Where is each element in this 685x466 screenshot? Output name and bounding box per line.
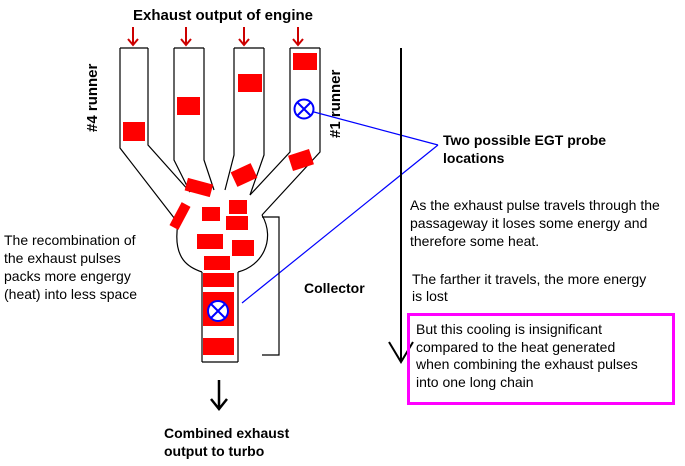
pulse xyxy=(203,338,234,355)
probe-pointer-lines xyxy=(241,111,439,304)
runner-4-label: #4 runner xyxy=(84,63,101,132)
manifold-outline xyxy=(119,47,321,363)
recombination-text: The recombination of the exhaust pulses … xyxy=(4,232,138,302)
outlet-pipe xyxy=(201,272,239,363)
collector-bracket xyxy=(262,216,280,356)
probe-locations-label: Two possible EGT probe locations xyxy=(443,132,607,166)
down-arrow-icon xyxy=(210,380,228,412)
highlight-note-box xyxy=(407,313,675,405)
pulse xyxy=(229,200,247,214)
runner-1-label: #1 runner xyxy=(327,69,344,138)
runner-3 xyxy=(173,47,215,193)
pulse xyxy=(184,177,214,198)
circle-x-icon xyxy=(293,98,315,120)
pulse xyxy=(230,163,258,187)
circle-x-icon xyxy=(207,300,229,322)
pulse-travel-text: As the exhaust pulse travels through the… xyxy=(410,197,660,249)
pulse xyxy=(226,216,248,230)
energy-loss-text: The farther it travels, the more energy … xyxy=(412,271,647,304)
pulse xyxy=(177,97,200,115)
down-arrow-icon xyxy=(180,27,192,47)
pulse xyxy=(203,273,234,287)
diagram-title: Exhaust output of engine xyxy=(133,7,313,24)
runner-4 xyxy=(119,47,191,224)
engine-input-arrows xyxy=(127,27,304,47)
collector-label: Collector xyxy=(304,280,365,296)
pulse xyxy=(293,53,317,70)
down-arrow-icon xyxy=(127,27,139,47)
down-arrow-icon xyxy=(292,27,304,47)
runner-1 xyxy=(249,47,321,216)
collector-bulb xyxy=(176,214,269,273)
pulse xyxy=(123,122,145,141)
pulse xyxy=(204,256,230,270)
cooling-note-text: But this cooling is insignificant compar… xyxy=(416,321,638,390)
pulse xyxy=(238,74,262,92)
down-arrow-icon xyxy=(238,27,250,47)
pulse xyxy=(232,240,254,256)
pulse xyxy=(202,207,220,221)
runner-2 xyxy=(224,47,265,196)
pulse xyxy=(288,148,314,172)
pulse xyxy=(169,202,191,230)
pulse xyxy=(197,234,223,249)
output-label: Combined exhaust output to turbo xyxy=(164,425,290,459)
